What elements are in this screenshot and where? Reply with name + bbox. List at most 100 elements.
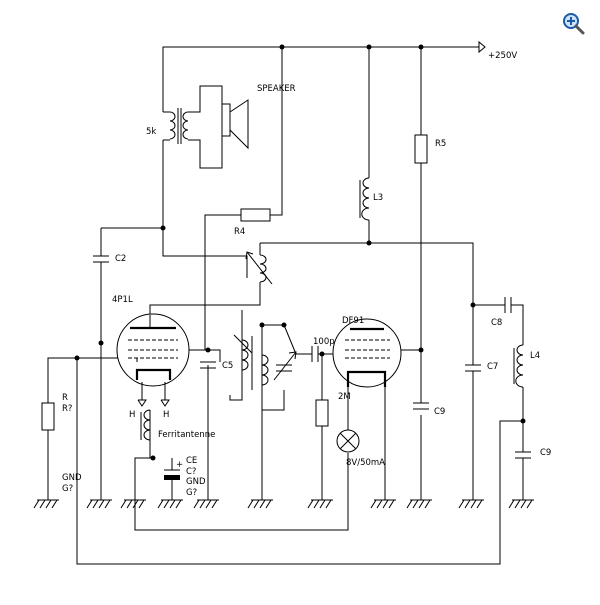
junction-dot [366,44,372,50]
cap-100p-label: 100p [313,337,335,347]
resistor-r: R R? [41,393,72,431]
ground-symbols [33,499,534,509]
wiring [47,46,524,565]
junction-dot [279,44,285,50]
heater-left-label: H [129,410,135,420]
resistor-r4: R4 [234,208,271,237]
tube2-filament [346,370,387,387]
c5-label: C5 [222,361,233,371]
ground-symbol [33,499,59,509]
ground-symbol [120,499,146,509]
gnd-mid-label: GND [186,477,206,487]
tube-df91: DF91 [332,316,402,388]
tube1-filament [135,368,172,380]
ce-label: CE [186,456,197,466]
secondary-bottom [188,136,223,169]
capacitor-c7: C7 [465,362,498,372]
capacitor-ce: + CE C? GND G? [164,456,206,498]
junction-dot [74,355,80,361]
tank-bottom [262,390,285,411]
junction-dot [160,225,166,231]
c7-label: C7 [487,362,498,372]
r-ref-label: R? [62,404,72,414]
primary-winding [169,111,176,140]
output-transformer: 5k [146,108,189,144]
ferrite-label: Ferritantenne [158,430,215,440]
resistor-r5: R5 [414,134,446,164]
gnd-left-ref-label: G? [62,484,73,494]
ground-symbol [307,499,333,509]
ground-symbol [86,499,112,509]
supply-label: +250V [488,51,517,61]
junction-dot [470,302,476,308]
junction-dot [259,322,265,328]
junction-dot [418,347,424,353]
speaker: SPEAKER [221,84,296,150]
tube-4p1l: 4P1L [112,295,190,387]
ground-symbol [406,499,432,509]
ground-symbol [370,499,396,509]
regen-bus [260,242,474,305]
tank-top [262,324,297,355]
magnifier-plus-icon[interactable] [562,12,586,36]
gnd-left-labels: GND G? [62,473,82,494]
c8-label: C8 [491,318,502,328]
screen-wire [185,349,221,362]
junction-dot [319,351,325,357]
ground-symbol [157,499,183,509]
junction-dot [520,418,526,424]
lamp-label: 8V/50mA [346,458,385,468]
regen-coil [245,251,273,285]
l3-coil [361,177,370,221]
capacitor-100p: 100p [311,337,335,362]
c9-right-label: C9 [540,448,551,458]
ground-symbol [193,499,219,509]
heater-right-label: H [163,410,169,420]
junction-dot [150,455,156,461]
ground-symbol [247,499,273,509]
speaker-label: SPEAKER [257,84,296,94]
coil-left-wire [229,310,243,401]
ground-symbol [508,499,534,509]
filament-loop [134,453,349,531]
ce-ref-label: C? [186,467,196,477]
inductor-l3: L3 [359,177,383,221]
capacitor-c2: C2 [93,254,126,264]
junction-dot [366,240,372,246]
r4-right-wire [270,47,283,216]
c8-right-wire [511,304,524,345]
gnd-mid-ref-label: G? [186,488,197,498]
supply-terminal: +250V [478,40,517,61]
secondary-top [188,85,223,113]
regen-coil-bottom [149,282,261,315]
l3-label: L3 [373,193,383,203]
ce-plus-label: + [176,460,183,470]
tuning-coil [233,334,269,390]
ground-symbol [458,499,484,509]
return-wire [76,358,523,565]
junction-dot [418,44,424,50]
r-label: R [62,393,68,403]
junction-dot [205,347,211,353]
c9-mid-label: C9 [434,407,445,417]
r-top-wire [47,357,137,403]
r5-label: R5 [435,139,446,149]
junction-dot [281,322,287,328]
tube2-label: DF91 [342,316,364,326]
transformer-label: 5k [146,127,156,137]
inductor-l4: L4 [513,344,540,388]
c2-label: C2 [115,254,126,264]
ferrite-antenna: H H Ferritantenne [129,382,215,441]
l4-label: L4 [530,351,540,361]
secondary-winding [182,111,189,140]
tube1-label: 4P1L [112,295,133,305]
capacitor-c5: C5 [200,361,233,371]
resistor-2m: 2M [315,392,351,427]
r4-label: R4 [234,227,245,237]
capacitor-c8: C8 [491,297,512,328]
capacitor-c9-right: C9 [515,448,551,459]
supply-bus [162,46,479,112]
lamp: 8V/50mA [336,429,385,468]
